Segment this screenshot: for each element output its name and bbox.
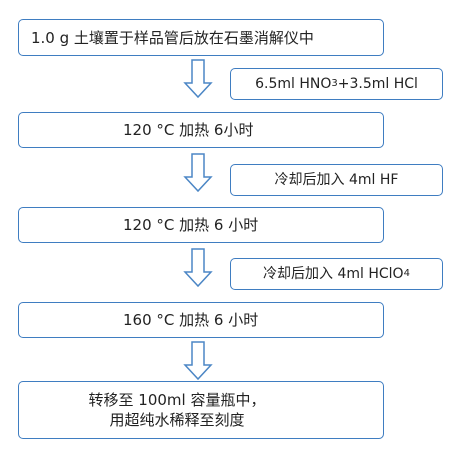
reagent-3-prefix: 冷却后加入 4ml HClO [263, 265, 404, 282]
step-1-text: 1.0 g 土壤置于样品管后放在石墨消解仪中 [31, 28, 314, 47]
reagent-box-2: 冷却后加入 4ml HF [230, 164, 443, 196]
reagent-1-suffix: +3.5ml HCl [337, 75, 418, 92]
down-arrow-icon [183, 341, 213, 381]
down-arrow-icon [183, 153, 213, 193]
step-box-4: 160 °C 加热 6 小时 [18, 302, 384, 338]
step-box-3: 120 °C 加热 6 小时 [18, 207, 384, 243]
step-5-line-2: 用超纯水稀释至刻度 [109, 411, 245, 429]
step-box-5: 转移至 100ml 容量瓶中， 用超纯水稀释至刻度 [18, 381, 384, 439]
step-3-text: 120 °C 加热 6 小时 [123, 216, 259, 234]
reagent-1-prefix: 6.5ml HNO [255, 75, 332, 92]
down-arrow-icon [183, 59, 213, 99]
step-2-text: 120 °C 加热 6小时 [123, 121, 254, 139]
step-box-1: 1.0 g 土壤置于样品管后放在石墨消解仪中 [18, 19, 384, 56]
step-4-text: 160 °C 加热 6 小时 [123, 311, 259, 329]
step-box-2: 120 °C 加热 6小时 [18, 112, 384, 148]
reagent-2-text: 冷却后加入 4ml HF [274, 171, 399, 188]
down-arrow-icon [183, 248, 213, 288]
step-5-line-1: 转移至 100ml 容量瓶中， [88, 391, 266, 409]
